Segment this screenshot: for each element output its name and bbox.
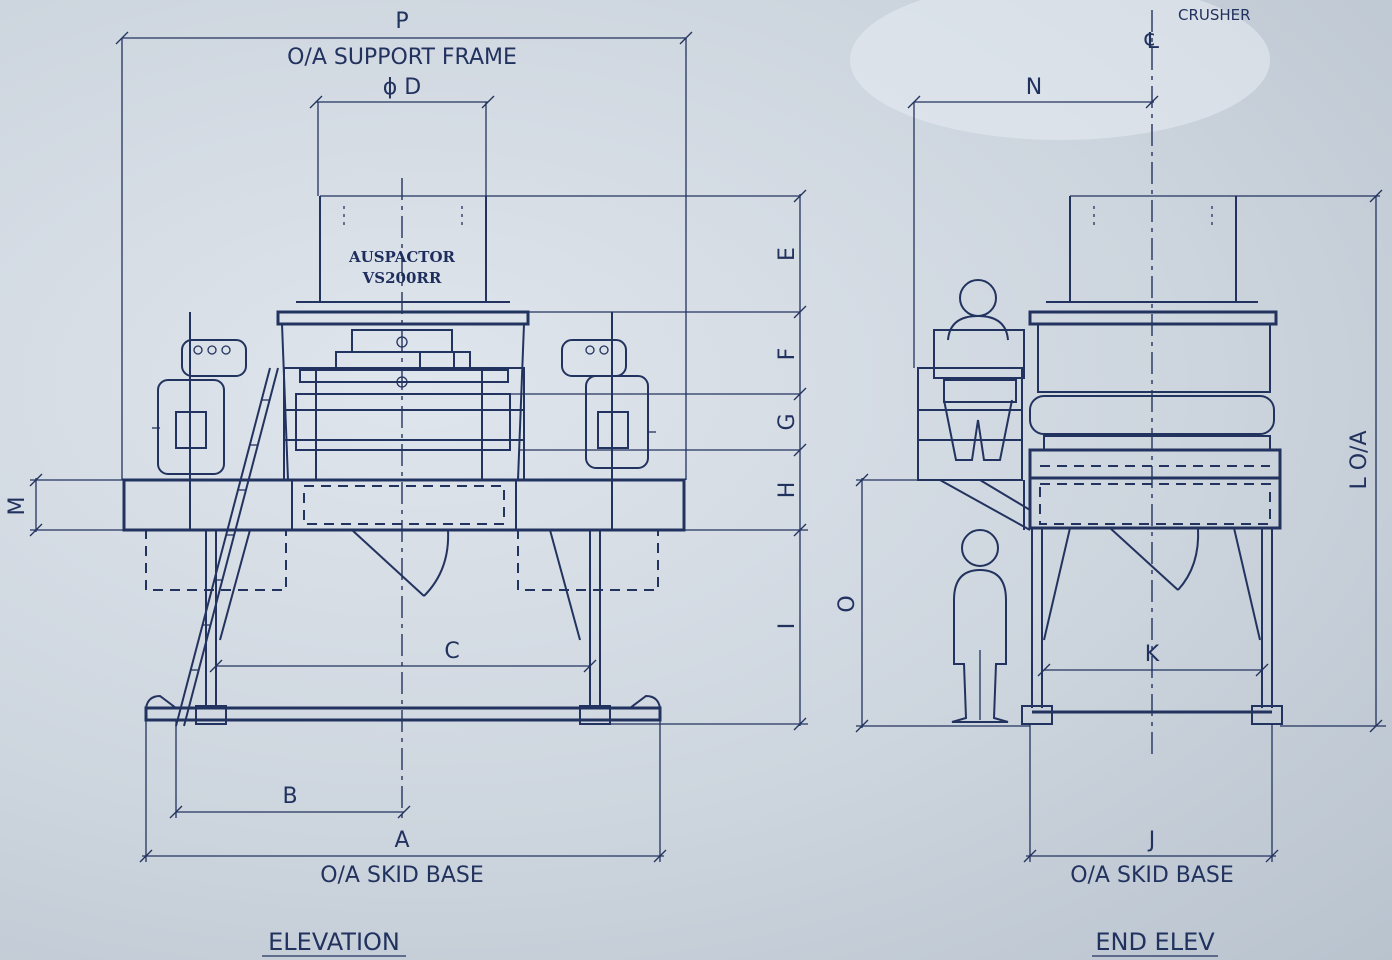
dim-n: N [907,75,1159,368]
dim-l-label: L O/A [1347,430,1372,489]
dim-g-label: G [775,413,800,430]
end-feed-hopper [1046,195,1380,303]
right-motor [561,312,656,530]
end-elev-title: END ELEV [1095,928,1215,956]
dim-c-label: C [444,639,459,664]
dim-i-label: I [775,623,800,630]
elevation-title: ELEVATION [268,928,400,956]
person-scale-figure [951,529,1009,723]
end-underframe [1021,527,1283,725]
dim-a: A O/A SKID BASE [139,720,667,888]
dim-n-label: N [1026,75,1042,100]
access-ladder [175,367,279,727]
dim-m: M [5,473,124,537]
dim-support-frame-label: O/A SUPPORT FRAME [287,45,517,70]
dim-p: P O/A SUPPORT FRAME [115,9,693,480]
dim-d: ϕ D [309,75,495,196]
dim-b: B [169,720,411,819]
elevation-underframe [144,529,808,725]
end-elevation-view: ℄ CRUSHER N [835,6,1386,957]
centerline-symbol: ℄ [1144,29,1160,54]
left-motor [152,312,247,530]
dims-vertical-right: E F G H I [600,189,808,731]
dim-j: J O/A SKID BASE [1023,724,1279,888]
dim-l: L O/A [1280,189,1386,733]
operator-figure-upper [933,279,1025,461]
dim-d-label: ϕ D [383,75,421,100]
dim-f-label: F [775,348,800,361]
brand-model: VS200RR [362,269,442,287]
elevation-view: P O/A SUPPORT FRAME ϕ D AUSPACTOR VS200R… [5,9,808,957]
dim-k: K [1037,642,1269,677]
dim-j-label: J [1147,828,1156,853]
dim-h-label: H [775,482,800,499]
dim-o-label: O [835,595,860,612]
brand-name: AUSPACTOR [348,248,456,266]
dim-k-label: K [1145,642,1160,667]
elevation-skid-base-label: O/A SKID BASE [320,863,484,888]
dim-a-label: A [394,828,409,853]
dim-b-label: B [282,784,297,809]
dim-e-label: E [775,247,800,261]
centerline-crusher-label: CRUSHER [1178,6,1251,24]
end-skid-base-label: O/A SKID BASE [1070,863,1234,888]
dim-m-label: M [5,497,30,516]
crusher-body [276,301,800,481]
dim-p-label: P [395,9,408,34]
background-glare [850,0,1270,140]
feed-hopper: AUSPACTOR VS200RR [319,195,800,302]
dim-o: O [835,473,1030,733]
support-frame-deck [122,478,686,532]
dim-c: C [209,639,597,673]
end-crusher-body [1028,310,1282,530]
